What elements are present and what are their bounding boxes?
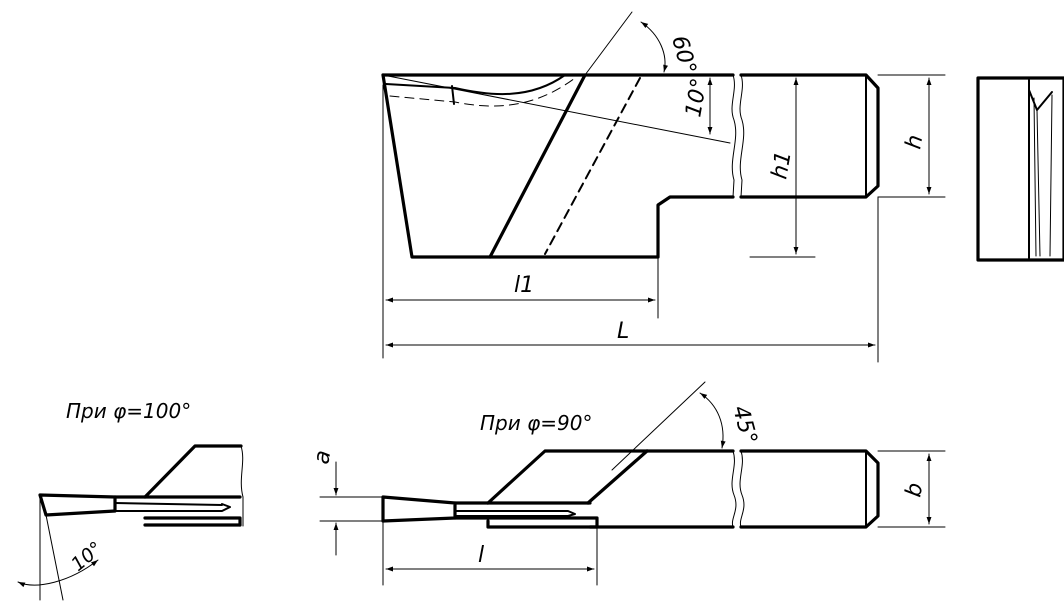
angle-10-bottom-label: 10° xyxy=(67,537,107,576)
h-label: h xyxy=(901,133,928,151)
angle-60-annotation: 60° xyxy=(584,11,700,77)
angle-45-label: 45° xyxy=(727,403,761,447)
angle-10-top-annotation: 10° xyxy=(382,74,731,144)
end-view xyxy=(976,76,1064,262)
main-side-view xyxy=(381,73,880,259)
dimension-b: b xyxy=(877,450,946,528)
dimension-l: l xyxy=(382,520,598,586)
h1-label: h1 xyxy=(767,149,796,181)
dimension-h1: h1 xyxy=(749,77,816,258)
plan-view-phi-90: При φ=90° 45° xyxy=(381,381,880,529)
dimension-l1: l1 xyxy=(382,84,659,359)
dimension-a: a xyxy=(309,448,384,556)
angle-10-top-label: 10° xyxy=(681,76,712,119)
L-label: L xyxy=(617,319,629,344)
l-label: l xyxy=(478,543,484,568)
a-label: a xyxy=(309,448,336,466)
dimension-L: L xyxy=(385,196,879,363)
dimension-h: h xyxy=(877,74,946,198)
b-label: b xyxy=(901,481,928,499)
angle-60-label: 60° xyxy=(666,33,700,77)
plan-view-phi-100: При φ=100° 10° xyxy=(17,399,244,601)
case-90-caption: При φ=90° xyxy=(480,411,593,435)
case-100-caption: При φ=100° xyxy=(66,399,191,423)
l1-label: l1 xyxy=(514,273,534,298)
